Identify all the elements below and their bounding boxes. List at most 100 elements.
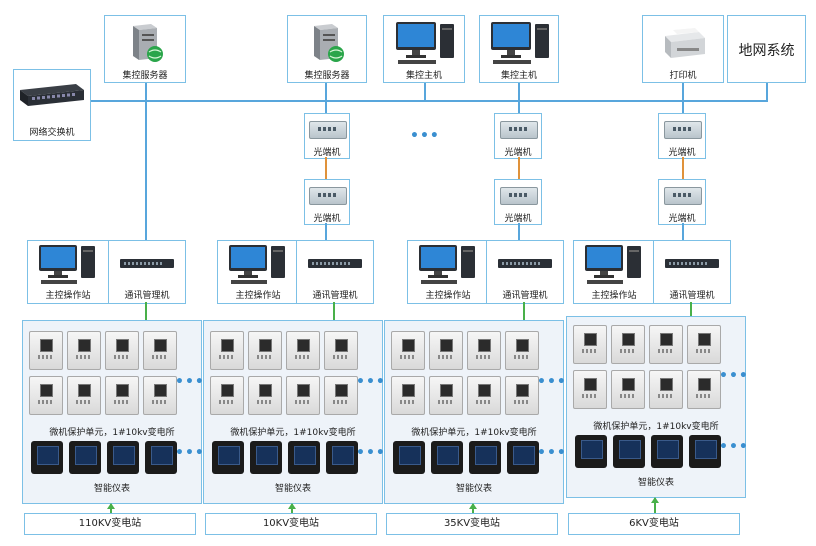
fiber-c-link-bottom (682, 223, 684, 241)
protection-relay (143, 331, 177, 370)
meter-display (581, 440, 603, 459)
network-switch-box: 网络交换机 (13, 69, 91, 141)
protection-relay (210, 331, 244, 370)
relay-screen (622, 378, 635, 391)
server-icon (133, 24, 163, 62)
computer-icon (39, 245, 95, 284)
comm-manager-box: 通讯管理机 (653, 240, 731, 304)
relay-caption: 微机保护单元，1#10kv变电所 (411, 428, 537, 438)
fiber-b-link-bottom (518, 223, 520, 241)
host1-box: 集控主机 (383, 15, 465, 83)
relay-buttons (76, 355, 92, 359)
fiber-transceiver-icon (500, 187, 538, 205)
relay-buttons (620, 349, 636, 353)
more-relays-ellipsis: ••• (175, 374, 205, 390)
protection-relay (105, 331, 139, 370)
protection-relay (29, 331, 63, 370)
device-panel: ••• 微机保护单元，1#10kv变电所 ••• 智能仪表 (566, 316, 749, 498)
protection-relay (611, 325, 645, 364)
protection-relay (467, 376, 501, 415)
protection-relay (505, 331, 539, 370)
more-meters-ellipsis: ••• (719, 439, 749, 455)
meter-caption: 智能仪表 (93, 484, 130, 494)
device-panel: ••• 微机保护单元，1#10kv变电所 ••• 智能仪表 (22, 320, 205, 504)
fiber-a-optical-link (325, 157, 327, 179)
substation-name: 6KV变电站 (568, 513, 740, 535)
smart-meter (651, 435, 683, 468)
relay-buttons (114, 400, 130, 404)
protection-relay (649, 370, 683, 409)
meter-display (437, 446, 459, 465)
protection-relay (324, 331, 358, 370)
protection-relay (687, 370, 721, 409)
workstation-label: 主控操作站 (591, 291, 637, 301)
meter-display (256, 446, 278, 465)
fiber-c2-box: 光端机 (658, 179, 706, 225)
relay-screen (402, 384, 415, 397)
main-network-bus (90, 100, 768, 102)
relay-screen (584, 333, 597, 346)
comm-manager-label: 通讯管理机 (502, 291, 548, 301)
substation-name: 10KV变电站 (205, 513, 377, 535)
relay-screen (221, 339, 234, 352)
relay-buttons (514, 355, 530, 359)
protection-relay (467, 331, 501, 370)
relay-buttons (38, 355, 54, 359)
protection-relay (573, 325, 607, 364)
relay-buttons (438, 355, 454, 359)
comm-manager-icon (665, 259, 719, 268)
computer-icon (419, 245, 475, 284)
smart-meter (689, 435, 721, 468)
more-meters-ellipsis: ••• (537, 445, 567, 461)
relay-buttons (152, 355, 168, 359)
fiber-a1-box: 光端机 (304, 113, 350, 159)
fiber-b-link-top (518, 100, 520, 114)
protection-relay (429, 376, 463, 415)
meter-display (151, 446, 173, 465)
protection-relay (286, 331, 320, 370)
comm-manager-icon (308, 259, 362, 268)
fiber-c1-box: 光端机 (658, 113, 706, 159)
smart-meter (288, 441, 320, 474)
workstation-box: 主控操作站 (27, 240, 109, 304)
relay-buttons (152, 400, 168, 404)
relay-screen (478, 384, 491, 397)
comm-manager-box: 通讯管理机 (486, 240, 564, 304)
switch-label: 网络交换机 (29, 128, 75, 138)
printer-label: 打印机 (669, 71, 697, 81)
meter-display (294, 446, 316, 465)
relay-screen (660, 333, 673, 346)
up-arrow-icon (288, 503, 296, 509)
protection-relay (391, 331, 425, 370)
relay-buttons (514, 400, 530, 404)
smart-meter (212, 441, 244, 474)
comm-to-panel-link (523, 302, 525, 320)
comm-to-panel-link (690, 302, 692, 316)
meter-display (513, 446, 535, 465)
relay-screen (259, 339, 272, 352)
relay-screen (40, 339, 53, 352)
station-uplink (654, 498, 656, 513)
relay-screen (297, 384, 310, 397)
smart-meter (145, 441, 177, 474)
relay-screen (154, 384, 167, 397)
relay-buttons (582, 349, 598, 353)
comm-manager-box: 通讯管理机 (108, 240, 186, 304)
meter-display (37, 446, 59, 465)
relay-screen (440, 384, 453, 397)
computer-icon (585, 245, 641, 284)
fiber-a1-label: 光端机 (313, 148, 341, 158)
comm-manager-box: 通讯管理机 (296, 240, 374, 304)
meter-display (695, 440, 717, 459)
fiber-b1-label: 光端机 (504, 148, 532, 158)
meter-caption: 智能仪表 (274, 484, 311, 494)
fiber-a-link-bottom (325, 223, 327, 241)
relay-screen (516, 384, 529, 397)
relay-caption: 微机保护单元，1#10kv变电所 (593, 422, 719, 432)
smart-meter (575, 435, 607, 468)
device-panel: ••• 微机保护单元，1#10kv变电所 ••• 智能仪表 (203, 320, 385, 504)
relay-screen (660, 378, 673, 391)
substation-name: 110KV变电站 (24, 513, 196, 535)
comm-to-panel-link (333, 302, 335, 320)
computer-icon (396, 22, 454, 64)
